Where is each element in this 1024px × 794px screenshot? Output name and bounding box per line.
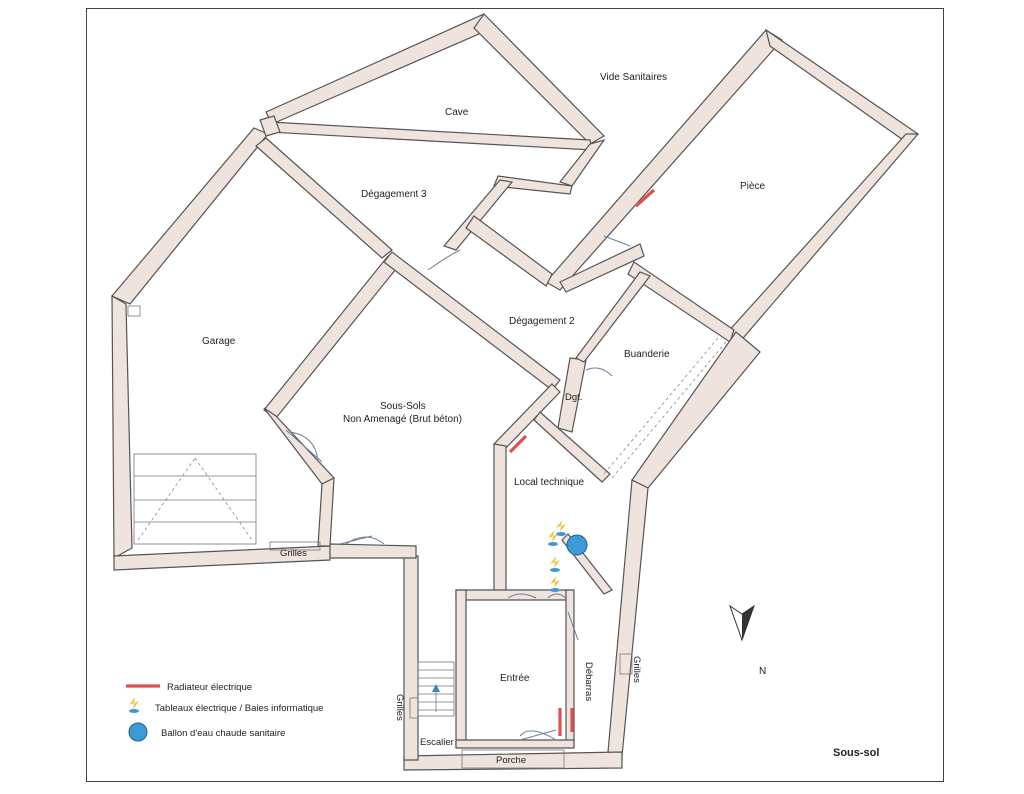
legend-boiler-label: Ballon d'eau chaude sanitaire xyxy=(161,728,285,739)
boiler-icon xyxy=(566,534,588,556)
wall-garage-far-left xyxy=(111,294,133,560)
wall-entree-left xyxy=(455,589,467,747)
wall-buanderie-left xyxy=(575,271,651,363)
label-north: N xyxy=(759,666,766,677)
label-degagement3: Dégagement 3 xyxy=(361,189,427,200)
label-sous-sols-1: Sous-Sols xyxy=(380,401,426,412)
wall-piece-top xyxy=(765,28,920,143)
label-dgt: Dgt. xyxy=(565,392,582,403)
north-arrow-icon xyxy=(729,604,755,642)
label-grilles-debarras: Grilles xyxy=(631,656,642,683)
wall-garage-left xyxy=(111,127,269,305)
legend: Radiateur électrique Tableaux électrique… xyxy=(126,682,323,742)
wall-piece-right xyxy=(725,133,920,345)
wall-escalier-left xyxy=(403,555,419,761)
legend-panel-label: Tableaux électrique / Baies informatique xyxy=(155,703,323,714)
plan-sheet xyxy=(86,8,944,782)
wall-piece-inner xyxy=(465,215,553,287)
wall-sous-sols-left3 xyxy=(317,476,335,547)
wall-garage-bottom xyxy=(113,545,331,571)
porche-box xyxy=(461,749,565,769)
doors xyxy=(285,235,631,741)
label-sous-sols-2: Non Amenagé (Brut béton) xyxy=(343,414,462,425)
label-buanderie: Buanderie xyxy=(624,349,670,360)
wall-debarras-right xyxy=(607,479,649,757)
wall-cave-bottom xyxy=(267,121,593,151)
wall-piece-left-lower xyxy=(559,243,645,293)
wall-escalier-top xyxy=(329,543,417,559)
wall-sous-sols-left2 xyxy=(263,407,335,485)
plan-title: Sous-sol xyxy=(833,747,879,759)
radiator-local xyxy=(508,434,528,454)
grille-debarras-mark xyxy=(619,653,633,675)
wall-deg3-bottom xyxy=(255,137,393,259)
label-grilles-garage: Grilles xyxy=(280,548,307,559)
radiator-piece xyxy=(634,188,656,208)
label-grilles-escalier: Grilles xyxy=(394,694,405,721)
wall-local-top xyxy=(533,411,611,483)
label-cave: Cave xyxy=(445,107,469,118)
label-garage: Garage xyxy=(202,336,236,347)
label-local-technique: Local technique xyxy=(514,477,584,488)
wall-sous-sols-right2 xyxy=(493,383,561,451)
label-degagement2: Dégagement 2 xyxy=(509,316,575,327)
legend-radiator-label: Radiateur électrique xyxy=(167,682,252,693)
room-labels: Vide Sanitaires Cave Pièce Dégagement 3 … xyxy=(202,72,879,766)
wall-cave-right xyxy=(473,13,605,145)
wall-deg3-right xyxy=(493,175,573,195)
wall-deg3-inner xyxy=(442,179,514,251)
grille-escalier-mark xyxy=(409,697,419,719)
walls xyxy=(111,13,920,771)
legend-panel-icon xyxy=(129,697,139,713)
label-entree: Entrée xyxy=(500,673,530,684)
label-debarras: Débarras xyxy=(583,662,594,701)
wall-piece-top-left xyxy=(545,29,783,291)
legend-boiler-icon xyxy=(128,722,148,742)
label-piece: Pièce xyxy=(740,181,765,192)
electrical-panel-icons xyxy=(548,520,566,592)
wall-entree-bottom xyxy=(455,739,575,749)
garage-post xyxy=(127,305,141,317)
label-porche: Porche xyxy=(496,755,526,766)
wall-local-left xyxy=(493,443,507,593)
grille-garage-mark xyxy=(269,541,321,551)
wall-bottom xyxy=(403,751,623,771)
label-vide-sanitaires: Vide Sanitaires xyxy=(600,72,667,83)
label-escalier: Escalier xyxy=(420,737,454,748)
wall-sous-sols-left xyxy=(263,255,401,419)
staircase xyxy=(417,661,455,717)
wall-cave-left xyxy=(259,115,281,137)
garage-parking xyxy=(133,453,257,545)
